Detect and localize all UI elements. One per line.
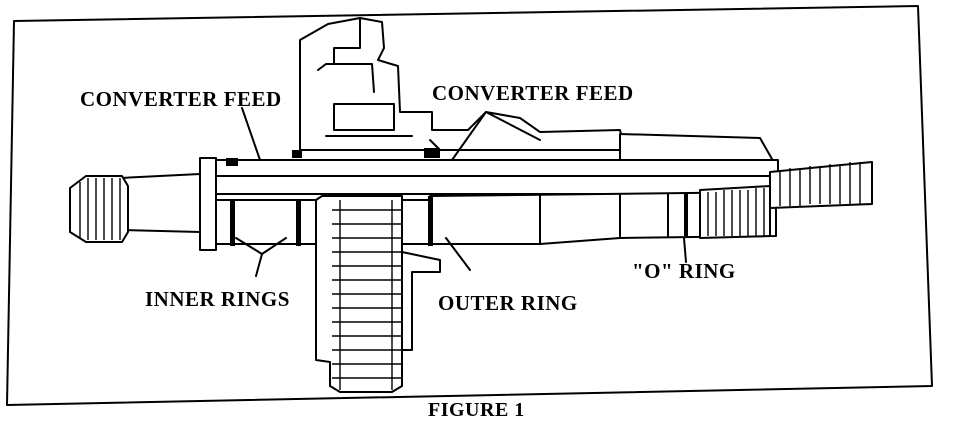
rings — [226, 148, 688, 246]
right-spline — [699, 161, 873, 239]
label-outer-ring: OUTER RING — [438, 291, 578, 315]
label-converter-feed-left: CONVERTER FEED — [80, 87, 282, 111]
gear — [315, 195, 441, 393]
main-shaft — [119, 159, 779, 245]
left-flange — [199, 157, 217, 251]
upper-housing — [299, 17, 626, 151]
label-converter-feed-right: CONVERTER FEED — [432, 81, 634, 105]
label-inner-rings: INNER RINGS — [145, 287, 290, 311]
label-o-ring: "O" RING — [632, 259, 736, 283]
figure-caption: FIGURE 1 — [428, 399, 525, 421]
figure-frame — [6, 5, 933, 406]
leader-lines — [235, 107, 687, 277]
left-spline — [69, 175, 129, 243]
